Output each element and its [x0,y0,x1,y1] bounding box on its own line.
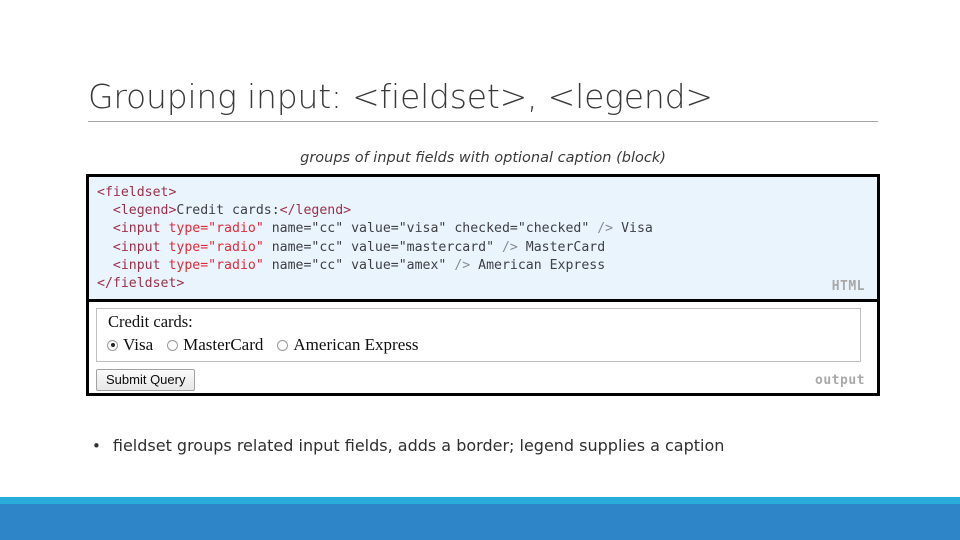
code-token: Credit cards: [176,203,280,219]
bullet-text: fieldset groups related input fields, ad… [112,436,725,455]
radio-option-label: MasterCard [183,335,264,355]
output-pane-label: output [815,373,865,389]
code-token: type="radio" [168,221,264,237]
code-token: name="cc" value="amex" [263,257,455,273]
title-divider [88,120,878,122]
code-pane-label: HTML [831,279,865,295]
radio-button-icon[interactable] [167,339,179,351]
code-token: American Express [470,257,606,273]
code-token: </legend> [279,203,352,219]
code-token: MasterCard [517,239,606,255]
radio-button-icon[interactable] [107,339,118,351]
title-block: Grouping input: <fieldset>, <legend> [88,77,878,122]
slide-subtitle: groups of input fields with optional cap… [300,150,666,166]
code-token [97,240,113,255]
code-listing: <fieldset> <legend>Credit cards:</legend… [97,184,867,293]
code-token: type="radio" [168,239,264,255]
code-token: type="radio" [168,257,264,273]
code-token [97,221,113,236]
rendered-legend: Credit cards: [108,312,193,332]
radio-button-icon[interactable] [277,339,289,351]
code-token: <input [112,221,161,237]
radio-option-label: Visa [123,335,154,355]
accent-bar-light [0,497,960,504]
bullet-marker: • [92,437,101,455]
code-token: <legend> [112,203,177,219]
accent-bar-dark [0,504,960,540]
code-token [97,258,113,273]
code-token: <input [112,257,161,273]
submit-query-button[interactable]: Submit Query [96,369,196,392]
code-token [97,203,113,218]
radio-option-visa[interactable]: Visa [107,335,153,355]
radio-option-american-express[interactable]: American Express [277,335,419,355]
code-pane: <fieldset> <legend>Credit cards:</legend… [89,177,877,300]
code-token: /> [454,257,471,273]
page-title: Grouping input: <fieldset>, <legend> [88,77,713,116]
radio-option-label: American Express [293,335,419,355]
code-token: /> [501,239,518,255]
bullet-item: • fieldset groups related input fields, … [92,436,892,455]
code-token: </fieldset> [97,276,185,292]
code-token: /> [597,221,614,237]
example-box: <fieldset> <legend>Credit cards:</legend… [86,174,880,397]
code-token: <fieldset> [97,185,177,200]
code-token: name="cc" value="visa" checked="checked" [263,221,598,237]
code-token: Visa [613,221,653,237]
rendered-radio-group: Visa MasterCard American Express [105,335,852,355]
rendered-fieldset: Credit cards: Visa MasterCard American Exp… [96,308,861,363]
radio-option-mastercard[interactable]: MasterCard [167,335,263,355]
output-pane: Credit cards: Visa MasterCard American Exp… [89,299,877,394]
code-token: name="cc" value="mastercard" [263,239,502,255]
code-token: <input [112,239,161,255]
